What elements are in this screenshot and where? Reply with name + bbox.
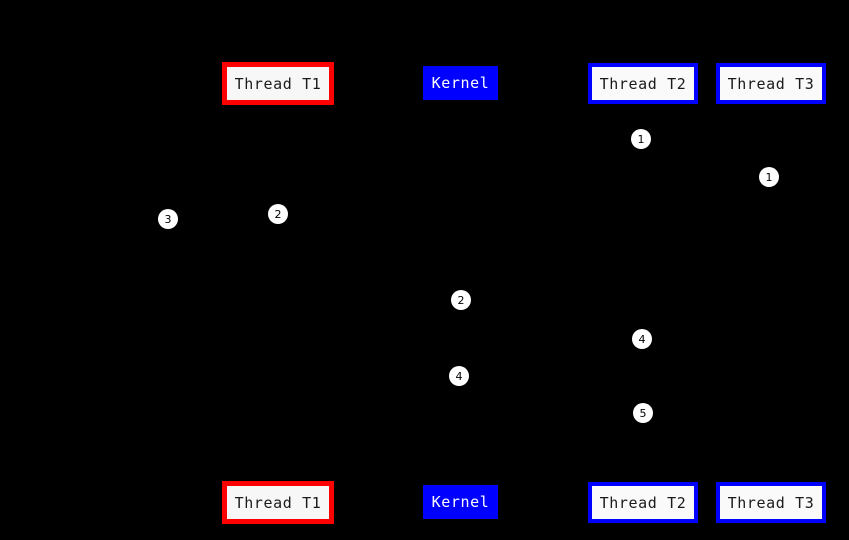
lifeline-header-kernel[interactable]: Kernel: [423, 66, 498, 100]
message-arrow-1: [283, 155, 463, 157]
lifeline-footer-t3[interactable]: Thread T3: [716, 482, 826, 523]
lifeline-t1: [277, 105, 279, 481]
lifeline-header-kernel-label: Kernel: [431, 74, 490, 92]
step-badge: 5: [633, 403, 653, 423]
lifeline-header-t2[interactable]: Thread T2: [588, 63, 698, 104]
lifeline-footer-kernel-label: Kernel: [431, 493, 490, 511]
lifeline-header-t3[interactable]: Thread T3: [716, 63, 826, 104]
step-badge-label: 2: [274, 207, 282, 221]
step-badge-label: 5: [639, 406, 647, 420]
message-arrow-6: [459, 351, 644, 361]
step-badge: 2: [268, 204, 288, 224]
lifeline-header-t3-label: Thread T3: [727, 74, 815, 93]
message-arrow-4: [80, 235, 180, 237]
step-badge: 1: [631, 129, 651, 149]
message-arrow-2: [155, 193, 463, 195]
lifeline-header-t1-label: Thread T1: [234, 74, 322, 93]
step-badge: 4: [449, 366, 469, 386]
message-arrow-8: [643, 425, 772, 435]
message-arrow-3: [97, 230, 280, 232]
lifeline-footer-t3-label: Thread T3: [727, 493, 815, 512]
step-badge-label: 1: [765, 170, 773, 184]
step-badge-label: 1: [637, 132, 645, 146]
lifeline-footer-t2[interactable]: Thread T2: [588, 482, 698, 523]
lifeline-footer-t1-label: Thread T1: [234, 493, 322, 512]
lifeline-footer-t1[interactable]: Thread T1: [222, 481, 334, 524]
lifeline-t2: [642, 104, 644, 482]
message-arrow-7: [459, 388, 644, 398]
step-badge: 1: [759, 167, 779, 187]
step-badge-label: 3: [164, 212, 172, 226]
message-arrow-5: [280, 312, 460, 322]
step-badge: 2: [451, 290, 471, 310]
lifeline-header-t2-label: Thread T2: [599, 74, 687, 93]
lifeline-header-t1[interactable]: Thread T1: [222, 62, 334, 105]
lifeline-t3: [770, 104, 772, 482]
step-badge: 4: [632, 329, 652, 349]
lifeline-footer-t2-label: Thread T2: [599, 493, 687, 512]
lifeline-footer-kernel[interactable]: Kernel: [423, 485, 498, 519]
step-badge-label: 2: [457, 293, 465, 307]
step-badge-label: 4: [455, 369, 463, 383]
step-badge-label: 4: [638, 332, 646, 346]
step-badge: 3: [158, 209, 178, 229]
